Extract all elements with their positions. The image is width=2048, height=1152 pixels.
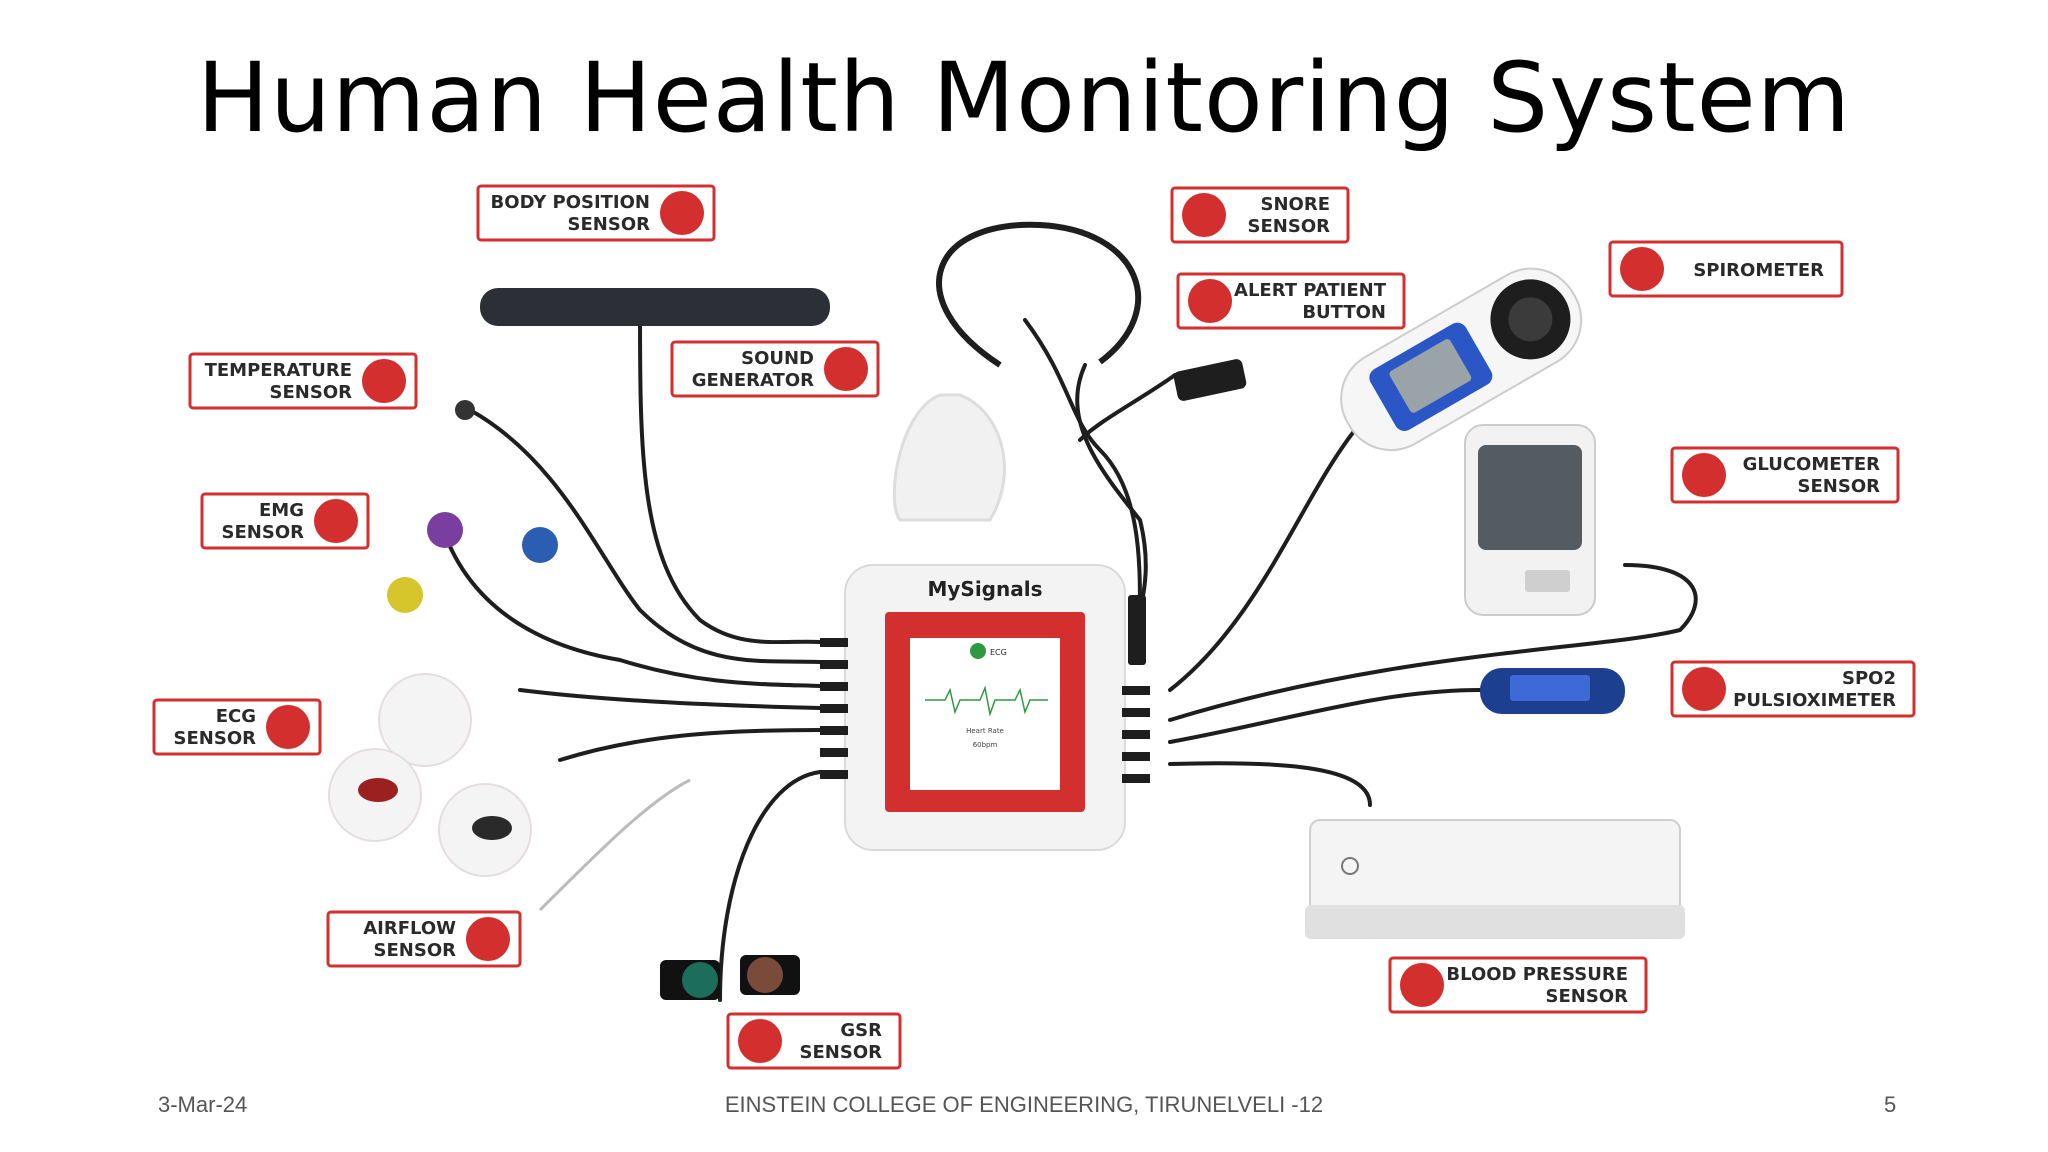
gsr-electrodes xyxy=(660,955,800,1000)
label-text: BLOOD PRESSURE xyxy=(1446,964,1628,985)
label-text: GSR xyxy=(840,1020,882,1041)
alert-button-device xyxy=(1173,359,1247,401)
label-text: SENSOR xyxy=(374,940,457,961)
footer-page-number: 5 xyxy=(1884,1092,1897,1117)
sound-icon xyxy=(824,347,868,391)
label-spirometer: SPIROMETER xyxy=(1608,240,1844,298)
emg-icon xyxy=(314,499,358,543)
label-text: ALERT PATIENT xyxy=(1234,280,1387,301)
body-position-belt xyxy=(480,288,830,326)
footer-college: EINSTEIN COLLEGE OF ENGINEERING, TIRUNEL… xyxy=(724,1092,1324,1117)
ecg-icon xyxy=(266,705,310,749)
blood-pressure-cuff xyxy=(1305,819,1685,939)
label-text: GENERATOR xyxy=(692,370,814,391)
label-text: SPIROMETER xyxy=(1693,260,1824,281)
label-text: SENSOR xyxy=(174,728,257,749)
label-text: SENSOR xyxy=(1546,986,1629,1007)
label-text: SENSOR xyxy=(800,1042,883,1063)
label-text: SPO2 xyxy=(1842,668,1896,689)
cable-blood-pressure xyxy=(1168,761,1372,807)
glucometer-icon xyxy=(1682,453,1726,497)
label-text: SENSOR xyxy=(1248,216,1331,237)
pulsioximeter-device xyxy=(1480,668,1625,714)
cable-emg xyxy=(438,518,822,688)
label-text: BODY POSITION xyxy=(491,192,650,213)
airflow-icon xyxy=(466,917,510,961)
label-text: BUTTON xyxy=(1302,302,1386,323)
device-brand-text: MySignals xyxy=(927,577,1042,601)
glucometer-device xyxy=(1464,424,1596,616)
cable-spirometer xyxy=(1168,428,1357,692)
screen-mode-text: ECG xyxy=(990,648,1007,657)
snore-headset xyxy=(936,221,1142,368)
ecg-waveform xyxy=(925,685,1048,717)
label-text: PULSIOXIMETER xyxy=(1733,690,1896,711)
cable-glucometer xyxy=(1168,563,1698,722)
cable-snore-left xyxy=(1023,318,1142,612)
label-text: SENSOR xyxy=(222,522,305,543)
temperature-probe xyxy=(455,400,475,420)
alert-icon xyxy=(1188,279,1232,323)
label-text: SNORE xyxy=(1261,194,1331,215)
mysignals-device: MySignals ECG Heart Rate 60bpm xyxy=(820,564,1150,851)
slide-title: Human Health Monitoring System xyxy=(196,42,1852,154)
airflow-mask xyxy=(892,393,1006,522)
label-text: SENSOR xyxy=(568,214,651,235)
body-position-icon xyxy=(660,191,704,235)
cable-gsr xyxy=(718,770,822,1002)
label-text: EMG xyxy=(259,500,304,521)
label-text: SENSOR xyxy=(1798,476,1881,497)
spo2-icon xyxy=(1682,667,1726,711)
footer-date: 3-Mar-24 xyxy=(158,1092,248,1117)
cable-spo2 xyxy=(1168,688,1482,744)
label-text: TEMPERATURE xyxy=(205,360,352,381)
spirometer-icon xyxy=(1620,247,1664,291)
label-text: AIRFLOW xyxy=(363,918,456,939)
label-text: SENSOR xyxy=(270,382,353,403)
label-text: ECG xyxy=(216,706,256,727)
spirometer-device xyxy=(1340,267,1583,452)
cable-body-position xyxy=(638,308,822,645)
emg-electrodes xyxy=(387,512,558,613)
cable-ecg-b xyxy=(558,728,822,762)
label-text: GLUCOMETER xyxy=(1743,454,1881,475)
cable-ecg-a xyxy=(518,688,822,710)
temperature-icon xyxy=(362,359,406,403)
cable-snore-right xyxy=(1075,363,1148,612)
ecg-electrodes xyxy=(328,673,532,877)
cables xyxy=(438,308,1698,1002)
label-text: SOUND xyxy=(741,348,814,369)
airflow-tube xyxy=(538,778,691,912)
snore-icon xyxy=(1182,193,1226,237)
blood-pressure-icon xyxy=(1400,963,1444,1007)
cable-temperature xyxy=(468,408,822,664)
screen-field-text: Heart Rate xyxy=(966,727,1004,735)
cable-alert xyxy=(1078,373,1177,442)
screen-value-text: 60bpm xyxy=(973,741,998,749)
gsr-icon xyxy=(738,1019,782,1063)
